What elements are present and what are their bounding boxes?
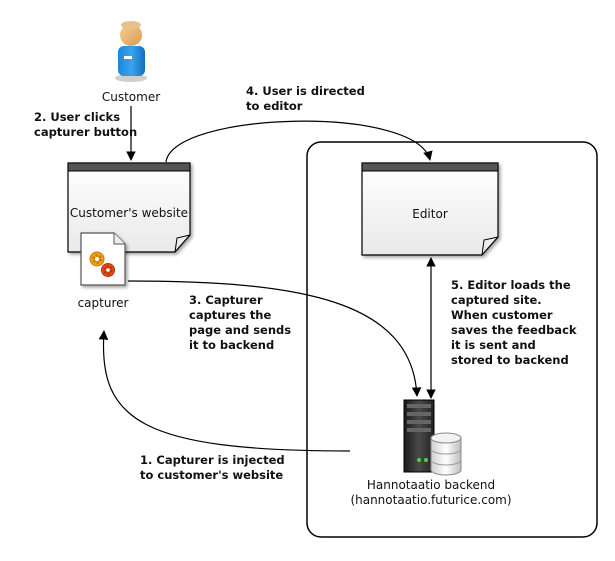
backend-region-box — [306, 141, 598, 538]
customers-website-node — [67, 162, 191, 253]
customers-website-label: Customer's website — [69, 206, 189, 220]
step-4-label: 4. User is directed to editor — [246, 84, 365, 113]
arrow-backend-to-capturer — [98, 330, 351, 452]
arrow-capturer-to-backend — [127, 280, 422, 397]
capturer-label: capturer — [77, 296, 129, 310]
backend-label: Hannotaatio backend — [366, 478, 496, 492]
step-1-label: 1. Capturer is injected to customer's we… — [140, 453, 285, 482]
arrow-website-to-editor — [165, 120, 433, 163]
step-5-label: 5. Editor loads the captured site. When … — [451, 278, 577, 367]
step-2-label: 2. User clicks capturer button — [34, 110, 138, 139]
step-3-label: 3. Capturer captures the page and sends … — [189, 293, 292, 352]
gear-icon — [101, 263, 115, 277]
editor-label: Editor — [412, 207, 448, 221]
editor-node — [361, 162, 499, 256]
gear-icon — [89, 251, 105, 267]
customer-label: Customer — [101, 90, 161, 104]
backend-host-label: (hannotaatio.futurice.com) — [350, 493, 512, 507]
database-icon — [430, 432, 462, 476]
backend-server-icon — [403, 399, 435, 473]
customer-person-icon — [115, 21, 147, 82]
capturer-file-icon — [80, 232, 126, 286]
